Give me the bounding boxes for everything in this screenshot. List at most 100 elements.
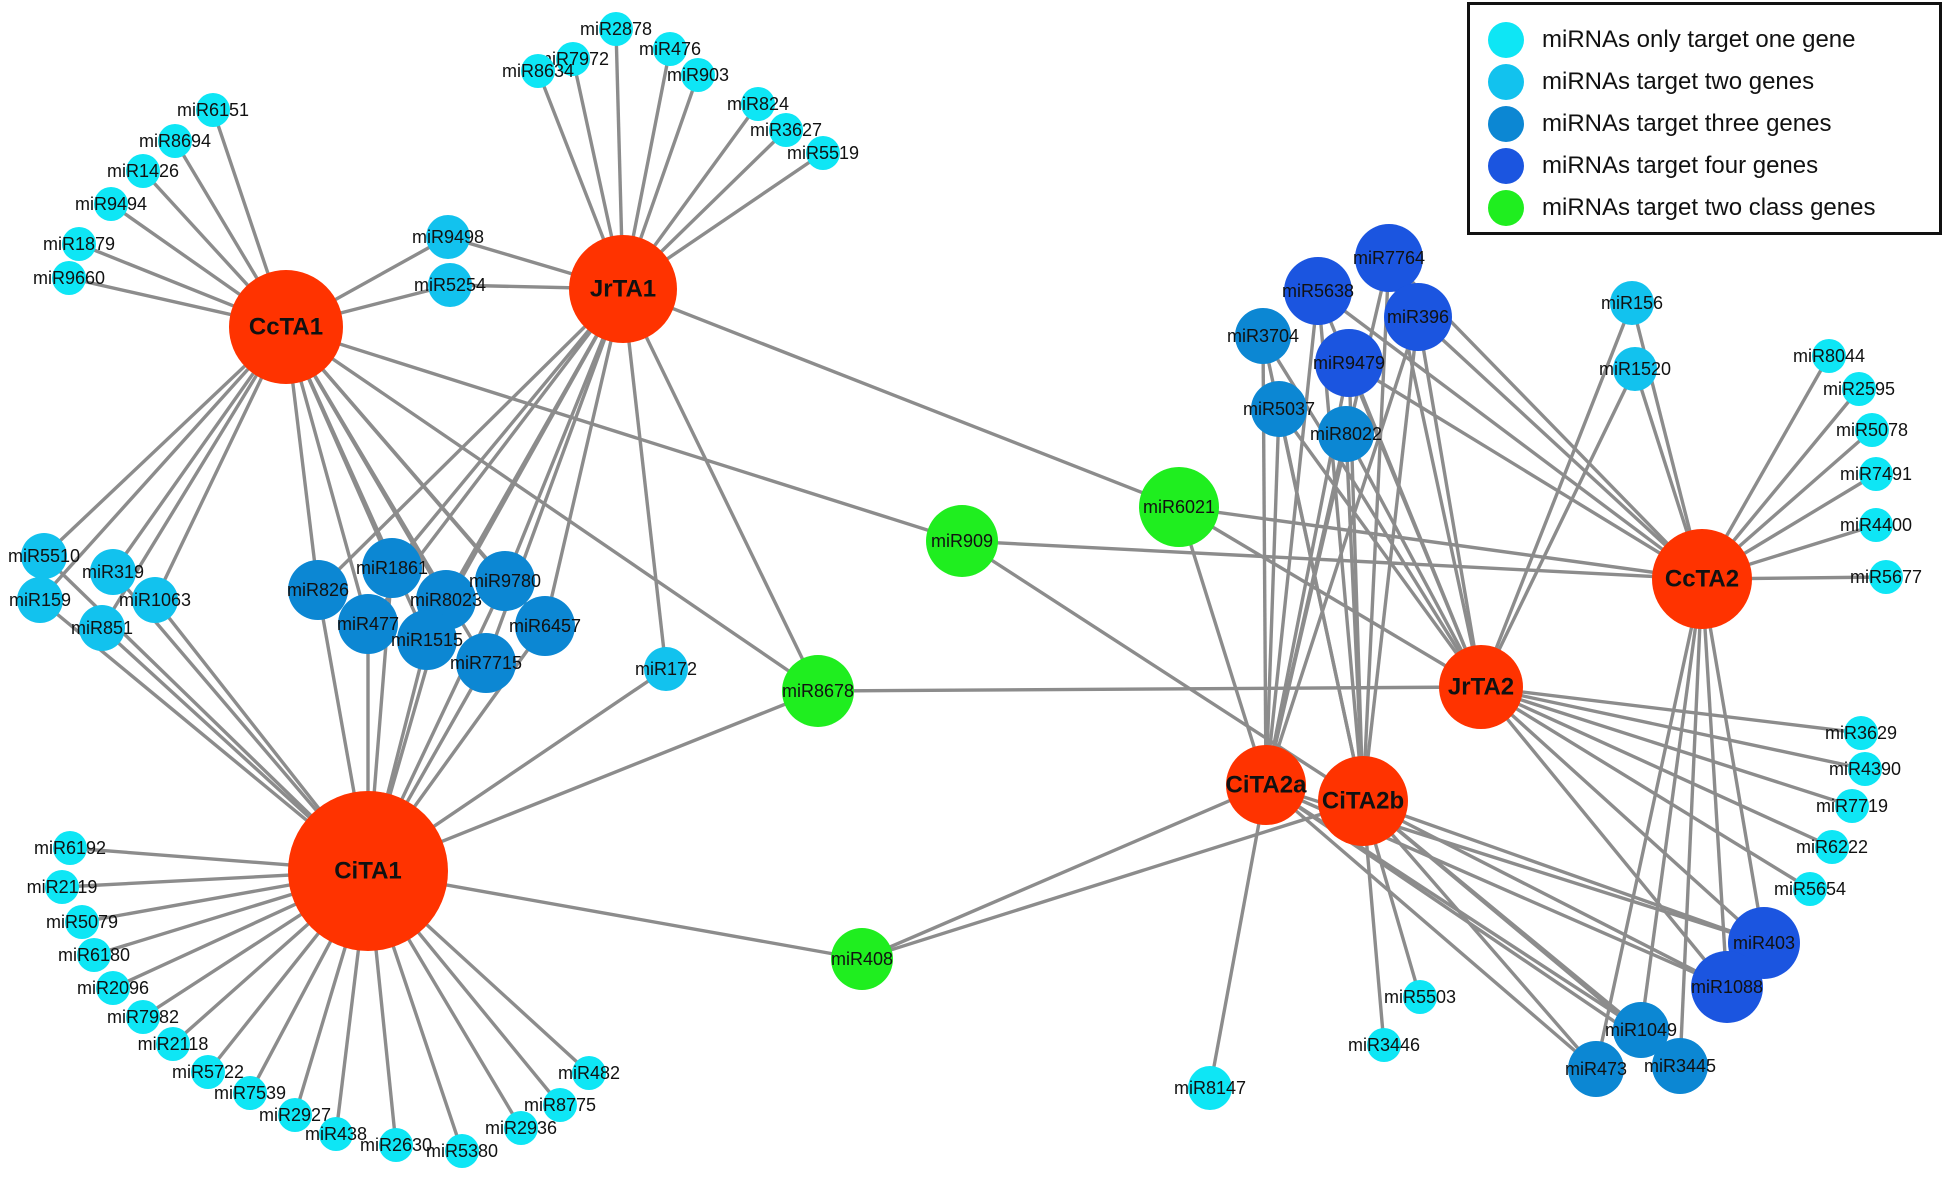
mirna-node-miR1088[interactable]: miR1088 <box>1691 951 1763 1023</box>
mirna-node-miR156[interactable]: miR156 <box>1601 281 1663 325</box>
mirna-node-miR826[interactable]: miR826 <box>287 560 349 620</box>
mirna-node-miR8678[interactable]: miR8678 <box>782 655 854 727</box>
mirna-node-miR4390[interactable]: miR4390 <box>1829 752 1901 786</box>
mirna-node-miR8694[interactable]: miR8694 <box>139 124 211 158</box>
mirna-node-miR909[interactable]: miR909 <box>926 505 998 577</box>
mirna-node-miR5677[interactable]: miR5677 <box>1850 560 1922 594</box>
mirna-node-miR172[interactable]: miR172 <box>635 647 697 691</box>
mirna-node-miR482[interactable]: miR482 <box>558 1056 620 1090</box>
gene-node-CcTA1[interactable]: CcTA1 <box>229 270 343 384</box>
legend-item-one: miRNAs only target one gene <box>1488 22 1856 58</box>
mirna-node-miR6192[interactable]: miR6192 <box>34 831 106 865</box>
mirna-node-miR6457[interactable]: miR6457 <box>509 596 581 656</box>
mirna-node-miR3704[interactable]: miR3704 <box>1227 308 1299 364</box>
mirna-circle-miR3446 <box>1367 1028 1401 1062</box>
mirna-node-miR9479[interactable]: miR9479 <box>1313 329 1385 397</box>
mirna-node-miR2119[interactable]: miR2119 <box>27 870 98 904</box>
mirna-node-miR6222[interactable]: miR6222 <box>1796 830 1868 864</box>
mirna-node-miR5654[interactable]: miR5654 <box>1774 872 1846 906</box>
mirna-node-miR9780[interactable]: miR9780 <box>469 551 541 611</box>
mirna-node-miR5638[interactable]: miR5638 <box>1282 257 1354 325</box>
mirna-node-miR6151[interactable]: miR6151 <box>177 93 249 127</box>
mirna-node-miR3629[interactable]: miR3629 <box>1825 716 1897 750</box>
mirna-node-miR7719[interactable]: miR7719 <box>1816 789 1888 823</box>
mirna-node-miR2118[interactable]: miR2118 <box>138 1027 209 1061</box>
mirna-node-miR5079[interactable]: miR5079 <box>46 905 118 939</box>
mirna-node-miR1515[interactable]: miR1515 <box>391 610 463 670</box>
mirna-node-miR9660[interactable]: miR9660 <box>33 261 105 295</box>
legend-swatch-one <box>1488 22 1524 58</box>
mirna-node-miR1426[interactable]: miR1426 <box>107 154 179 188</box>
edge-JrTA2-miR4390 <box>1480 685 1866 771</box>
mirna-node-miR9498[interactable]: miR9498 <box>412 215 484 259</box>
mirna-node-miR2595[interactable]: miR2595 <box>1823 372 1895 406</box>
mirna-node-miR5254[interactable]: miR5254 <box>414 263 486 307</box>
mirna-node-miR5722[interactable]: miR5722 <box>172 1055 244 1089</box>
gene-node-CiTA1[interactable]: CiTA1 <box>288 791 448 951</box>
mirna-node-miR5519[interactable]: miR5519 <box>787 136 859 170</box>
mirna-node-miR438[interactable]: miR438 <box>305 1117 367 1151</box>
mirna-node-miR5503[interactable]: miR5503 <box>1384 980 1456 1014</box>
gene-node-JrTA2[interactable]: JrTA2 <box>1439 645 1523 729</box>
mirna-node-miR8044[interactable]: miR8044 <box>1793 339 1865 373</box>
gene-node-CiTA2a[interactable]: CiTA2a <box>1226 745 1308 825</box>
mirna-circle-miR5254 <box>428 263 472 307</box>
mirna-node-miR2878[interactable]: miR2878 <box>580 12 652 46</box>
mirna-node-miR7764[interactable]: miR7764 <box>1353 224 1425 292</box>
mirna-circle-miR7539 <box>233 1076 267 1110</box>
mirna-label-miR2936: miR2936 <box>485 1118 557 1138</box>
mirna-node-miR8147[interactable]: miR8147 <box>1174 1066 1246 1110</box>
mirna-label-miR482: miR482 <box>558 1063 620 1083</box>
mirna-node-miR3446[interactable]: miR3446 <box>1348 1028 1420 1062</box>
mirna-node-miR5078[interactable]: miR5078 <box>1836 413 1908 447</box>
mirna-node-miR1879[interactable]: miR1879 <box>43 227 115 261</box>
mirna-node-miR2096[interactable]: miR2096 <box>77 971 149 1005</box>
mirna-node-miR476[interactable]: miR476 <box>639 32 701 66</box>
mirna-node-miR2927[interactable]: miR2927 <box>259 1098 331 1132</box>
mirna-node-miR408[interactable]: miR408 <box>831 928 893 990</box>
mirna-node-miR824[interactable]: miR824 <box>727 87 789 121</box>
mirna-label-miR9660: miR9660 <box>33 268 105 288</box>
mirna-node-miR1063[interactable]: miR1063 <box>119 577 191 623</box>
gene-node-JrTA1[interactable]: JrTA1 <box>569 235 677 343</box>
mirna-circle-miR1861 <box>362 538 422 598</box>
gene-node-CiTA2b[interactable]: CiTA2b <box>1318 756 1408 846</box>
mirna-label-miR2119: miR2119 <box>27 877 98 897</box>
mirna-circle-miR5079 <box>65 905 99 939</box>
mirna-node-miR8775[interactable]: miR8775 <box>524 1088 596 1122</box>
mirna-node-miR6180[interactable]: miR6180 <box>58 938 130 972</box>
mirna-node-miR851[interactable]: miR851 <box>71 605 133 651</box>
mirna-node-miR473[interactable]: miR473 <box>1565 1041 1627 1097</box>
mirna-node-miR903[interactable]: miR903 <box>667 58 729 92</box>
mirna-node-miR5037[interactable]: miR5037 <box>1243 381 1315 437</box>
mirna-node-miR2936[interactable]: miR2936 <box>485 1111 557 1145</box>
mirna-node-miR1861[interactable]: miR1861 <box>356 538 428 598</box>
mirna-node-miR7491[interactable]: miR7491 <box>1840 457 1912 491</box>
edge-CiTA2b-miR8022 <box>1344 433 1365 802</box>
mirna-label-miR159: miR159 <box>9 590 71 610</box>
edge-CiTA2b-miR403 <box>1362 799 1765 945</box>
mirna-node-miR7539[interactable]: miR7539 <box>214 1076 286 1110</box>
mirna-node-miR3627[interactable]: miR3627 <box>750 113 822 147</box>
mirna-node-miR319[interactable]: miR319 <box>82 549 144 595</box>
mirna-node-miR8634[interactable]: miR8634 <box>502 54 574 88</box>
mirna-node-miR1520[interactable]: miR1520 <box>1599 347 1671 391</box>
mirna-node-miR9494[interactable]: miR9494 <box>75 187 147 221</box>
mirna-node-miR8022[interactable]: miR8022 <box>1310 406 1382 462</box>
mirna-node-miR159[interactable]: miR159 <box>9 577 71 623</box>
mirna-circle-miR6151 <box>196 93 230 127</box>
mirna-node-miR3445[interactable]: miR3445 <box>1644 1038 1716 1094</box>
mirna-node-miR396[interactable]: miR396 <box>1384 283 1452 351</box>
mirna-node-miR6021[interactable]: miR6021 <box>1139 467 1219 547</box>
mirna-node-miR7982[interactable]: miR7982 <box>107 1000 179 1034</box>
edge-CiTA2b-miR408 <box>861 799 1364 961</box>
mirna-node-miR1049[interactable]: miR1049 <box>1605 1002 1677 1058</box>
mirna-node-miR7715[interactable]: miR7715 <box>450 633 522 693</box>
mirna-node-miR477[interactable]: miR477 <box>337 594 399 654</box>
mirna-node-miR4400[interactable]: miR4400 <box>1840 508 1912 542</box>
mirna-node-miR5510[interactable]: miR5510 <box>8 533 80 579</box>
gene-node-CcTA2[interactable]: CcTA2 <box>1652 529 1752 629</box>
mirna-node-miR2630[interactable]: miR2630 <box>360 1128 432 1162</box>
mirna-node-miR7972[interactable]: miR7972 <box>537 42 609 76</box>
mirna-node-miR5380[interactable]: miR5380 <box>426 1134 498 1168</box>
